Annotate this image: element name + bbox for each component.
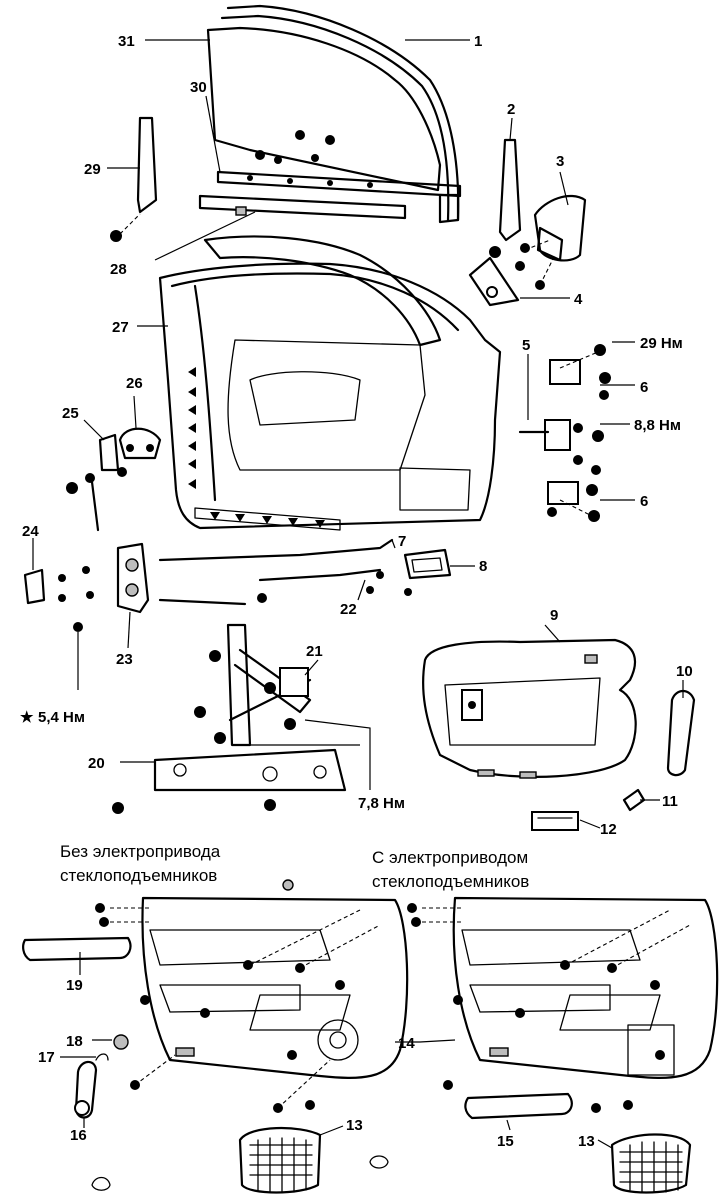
label-25: 25 bbox=[62, 405, 79, 422]
part-21-window-regulator bbox=[194, 623, 312, 747]
part-4-mirror-base bbox=[468, 256, 520, 307]
label-6b: 6 bbox=[640, 493, 648, 510]
part-16-window-crank bbox=[74, 1060, 98, 1119]
label-18: 18 bbox=[66, 1033, 83, 1050]
label-26: 26 bbox=[126, 375, 143, 392]
part-number-labels: 31 1 30 29 2 3 4 28 27 5 6 6 26 25 24 7 … bbox=[22, 33, 693, 1150]
label-16: 16 bbox=[70, 1127, 87, 1144]
label-24: 24 bbox=[22, 523, 39, 540]
label-9: 9 bbox=[550, 607, 558, 624]
label-7: 7 bbox=[398, 533, 406, 550]
label-6a: 6 bbox=[640, 379, 648, 396]
part-13-speaker-grille-right bbox=[610, 1133, 692, 1194]
part-10-cover bbox=[666, 689, 696, 777]
label-22: 22 bbox=[340, 601, 357, 618]
part-5-6-hinges bbox=[518, 344, 611, 522]
label-27: 27 bbox=[112, 319, 129, 336]
label-12: 12 bbox=[600, 821, 617, 838]
label-4: 4 bbox=[574, 291, 583, 308]
label-10: 10 bbox=[676, 663, 693, 680]
part-28-belt-molding bbox=[198, 194, 407, 220]
door-trim-with-power bbox=[407, 896, 719, 1113]
label-15: 15 bbox=[497, 1133, 514, 1150]
caption-without-line1: Без электропривода bbox=[60, 842, 221, 861]
part-12-switch bbox=[531, 811, 579, 831]
torque-7-8nm: 7,8 Нм bbox=[358, 795, 405, 812]
part-22-lock-rods bbox=[158, 538, 412, 606]
label-21: 21 bbox=[306, 643, 323, 660]
part-9-trim-panel bbox=[422, 638, 637, 779]
part-18-washer bbox=[113, 1034, 129, 1050]
part-20-regulator-base bbox=[112, 748, 347, 814]
part-24-latch-cover bbox=[23, 568, 66, 605]
caption-with-line2: стеклоподъемников bbox=[372, 872, 529, 891]
star-mark: ★ bbox=[20, 709, 34, 726]
part-25-lock-cylinder bbox=[66, 433, 127, 532]
label-11: 11 bbox=[662, 793, 678, 810]
label-23: 23 bbox=[116, 651, 133, 668]
label-17: 17 bbox=[38, 1049, 55, 1066]
part-27-door-shell bbox=[158, 235, 502, 531]
part-19-armrest bbox=[22, 936, 132, 962]
label-13a: 13 bbox=[346, 1117, 363, 1134]
label-14: 14 bbox=[398, 1035, 415, 1052]
part-2-front-run bbox=[489, 138, 522, 258]
part-17-clip bbox=[95, 1053, 109, 1061]
torque-labels: 29 Нм 8,8 Нм ★ 5,4 Нм 7,8 Нм bbox=[20, 335, 683, 812]
label-30: 30 bbox=[190, 79, 207, 96]
label-2: 2 bbox=[507, 101, 515, 118]
part-29-rear-run bbox=[110, 116, 158, 242]
part-30-sash-channel bbox=[216, 170, 462, 198]
panel-captions: Без электропривода стеклоподъемников С э… bbox=[60, 842, 529, 891]
label-1: 1 bbox=[474, 33, 482, 50]
label-3: 3 bbox=[556, 153, 564, 170]
label-8: 8 bbox=[479, 558, 487, 575]
small-clips bbox=[91, 879, 389, 1191]
leader-lines bbox=[32, 39, 684, 1149]
door-trim-without-power bbox=[95, 896, 409, 1113]
label-29: 29 bbox=[84, 161, 101, 178]
caption-with-line1: С электроприводом bbox=[372, 848, 528, 867]
torque-5-4nm: 5,4 Нм bbox=[38, 709, 85, 726]
label-5: 5 bbox=[522, 337, 530, 354]
label-20: 20 bbox=[88, 755, 105, 772]
label-13b: 13 bbox=[578, 1133, 595, 1150]
torque-8-8nm: 8,8 Нм bbox=[634, 417, 681, 434]
label-19: 19 bbox=[66, 977, 83, 994]
label-28: 28 bbox=[110, 261, 127, 278]
part-15-armrest bbox=[464, 1092, 573, 1120]
torque-29nm: 29 Нм bbox=[640, 335, 683, 352]
part-26-outside-handle bbox=[118, 427, 162, 460]
part-3-mirror bbox=[515, 194, 587, 290]
caption-without-line2: стеклоподъемников bbox=[60, 866, 217, 885]
part-31-window-glass bbox=[206, 26, 442, 192]
part-13-speaker-grille-left bbox=[238, 1127, 322, 1194]
part-8-inside-handle bbox=[403, 548, 452, 580]
part-23-door-lock bbox=[73, 542, 150, 690]
label-31: 31 bbox=[118, 33, 135, 50]
